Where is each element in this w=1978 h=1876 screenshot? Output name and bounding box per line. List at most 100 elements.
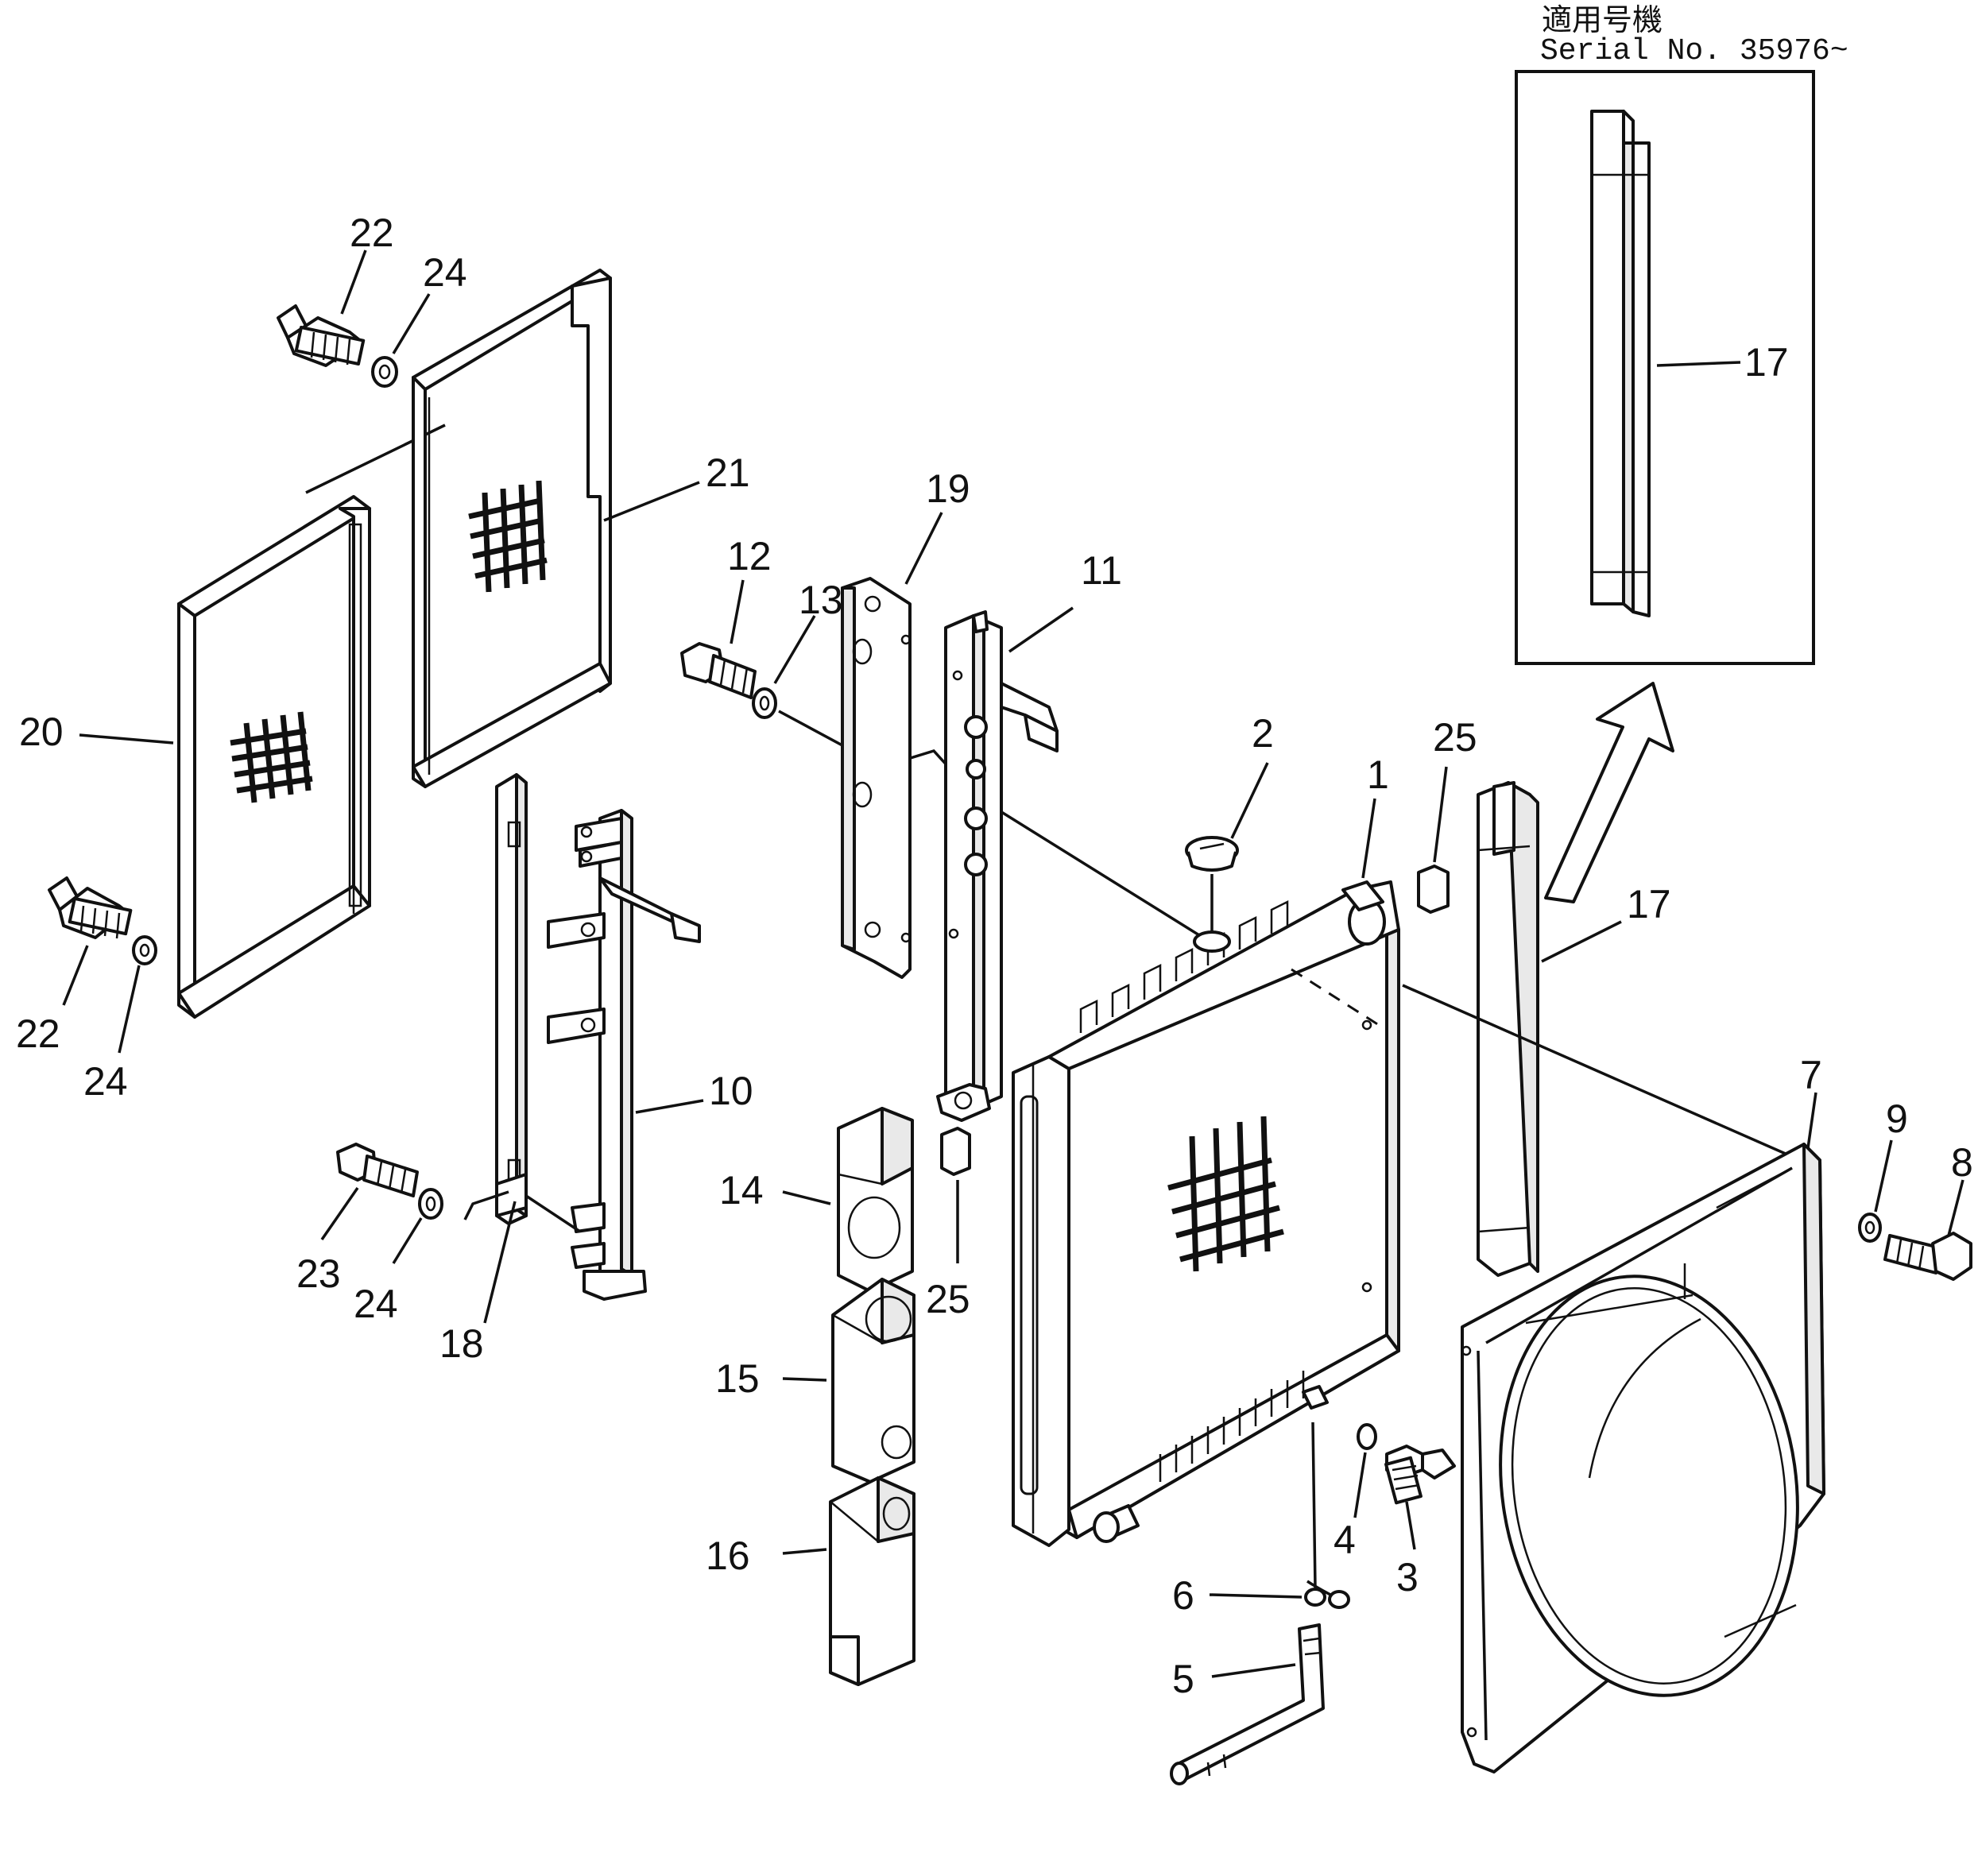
callout-21: 21 [706, 451, 750, 495]
part-22-wing-bolt-top [277, 304, 366, 367]
part-21-screen-frame [412, 269, 612, 788]
part-23-bolt [336, 1143, 419, 1197]
part-25-pad-top [1417, 865, 1450, 914]
leader-14 [782, 1190, 831, 1205]
part-16-block [829, 1476, 915, 1686]
part-22-wing-bolt-bottom [48, 876, 133, 939]
part-7-fan-shroud [1461, 1143, 1825, 1773]
callout-9: 9 [1886, 1097, 1908, 1141]
inset-frame [1515, 70, 1815, 665]
leader-3 [1405, 1501, 1416, 1550]
part-1-core-mesh [1167, 1116, 1284, 1272]
part-13-washer [752, 687, 777, 719]
callout-1: 1 [1367, 752, 1389, 797]
callout-11: 11 [1081, 548, 1122, 593]
leader-15 [782, 1377, 827, 1382]
callout-5: 5 [1172, 1657, 1194, 1701]
callout-17: 17 [1627, 882, 1671, 926]
tie-1-7 [1402, 984, 1801, 1162]
leader-9 [1874, 1139, 1893, 1213]
callout-4: 4 [1334, 1518, 1356, 1562]
arrow-to-inset [1544, 682, 1674, 903]
callout-12: 12 [727, 534, 772, 578]
callout-24-top: 24 [423, 250, 467, 295]
part-4-o-ring [1357, 1423, 1377, 1450]
callout-24-mid: 24 [354, 1282, 398, 1326]
part-24-washer-mid [418, 1188, 443, 1220]
leader-21 [603, 481, 700, 522]
part-9-washer [1858, 1213, 1882, 1243]
callout-16: 16 [706, 1534, 750, 1578]
leader-24-bottom [118, 965, 141, 1054]
leader-23 [320, 1187, 359, 1240]
part-5-drain-hose [1170, 1623, 1325, 1785]
leader-16 [782, 1548, 827, 1555]
tie-6-radiator [1311, 1422, 1317, 1588]
callout-19: 19 [926, 466, 970, 511]
callout-6: 6 [1172, 1573, 1194, 1618]
leader-12 [730, 579, 745, 644]
leader-19 [904, 512, 943, 585]
callout-2: 2 [1252, 711, 1274, 756]
leader-25-top [1433, 766, 1448, 863]
part-25-pad-mid [940, 1127, 971, 1176]
leader-24-top [392, 293, 431, 354]
callout-15: 15 [715, 1356, 760, 1401]
callout-13: 13 [799, 578, 843, 622]
callout-14: 14 [719, 1168, 764, 1213]
tie-1-dashed [1291, 968, 1380, 1027]
inset-part-17-column [1590, 110, 1651, 617]
leader-24-mid [392, 1217, 423, 1264]
callout-10: 10 [709, 1069, 753, 1113]
leader-7 [1806, 1092, 1817, 1149]
part-6-clamp [1304, 1580, 1350, 1609]
leader-18 [483, 1201, 517, 1324]
callout-25-mid: 25 [926, 1277, 970, 1321]
part-8-bolt [1883, 1232, 1972, 1281]
leader-11 [1008, 606, 1074, 653]
part-19-stay [841, 577, 912, 979]
part-12-bolt [680, 642, 757, 699]
part-20-mesh [230, 711, 313, 803]
leader-4 [1353, 1452, 1367, 1518]
tie-18-10 [525, 1194, 581, 1233]
callout-8: 8 [1951, 1140, 1973, 1185]
callout-24-bottom: 24 [83, 1059, 128, 1104]
inset-title-jp: 適用号機 [1542, 4, 1663, 40]
part-15-block [831, 1278, 915, 1483]
callout-22-bottom: 22 [16, 1011, 60, 1056]
callout-22-top: 22 [350, 211, 394, 255]
inset-panel: 適用号機 Serial No. 35976~ 17 [1515, 4, 1848, 665]
part-1-radiator [1012, 880, 1400, 1547]
part-24-washer-bottom [132, 935, 157, 965]
leader-1 [1361, 798, 1376, 879]
part-3-drain-cock [1384, 1445, 1456, 1505]
part-14-block [837, 1107, 914, 1293]
inset-serial-label: Serial No. 35976~ [1540, 34, 1848, 68]
leader-10 [635, 1099, 704, 1114]
leader-8 [1947, 1179, 1964, 1236]
part-20-screen-frame [177, 495, 371, 1019]
part-18-bracket [495, 773, 528, 1225]
leader-6 [1209, 1593, 1303, 1599]
callout-18: 18 [439, 1321, 484, 1366]
part-10-support-column [547, 809, 701, 1301]
callout-3: 3 [1396, 1555, 1419, 1599]
leader-2 [1230, 762, 1269, 839]
callout-25-top: 25 [1433, 715, 1477, 760]
part-11-stay [936, 610, 1059, 1122]
leader-22-bottom [62, 945, 89, 1006]
leader-5 [1211, 1663, 1296, 1678]
leader-17 [1541, 920, 1622, 963]
callout-17-inset: 17 [1744, 340, 1789, 385]
part-24-washer-top [371, 356, 398, 388]
callout-23: 23 [296, 1251, 341, 1296]
leader-17-inset [1656, 361, 1741, 367]
part-2-radiator-cap [1185, 836, 1239, 872]
leader-13 [773, 615, 816, 684]
callout-7: 7 [1800, 1053, 1822, 1097]
part-17-column [1477, 781, 1539, 1277]
tie-18-bolt [463, 1190, 509, 1220]
callout-20: 20 [19, 710, 64, 754]
